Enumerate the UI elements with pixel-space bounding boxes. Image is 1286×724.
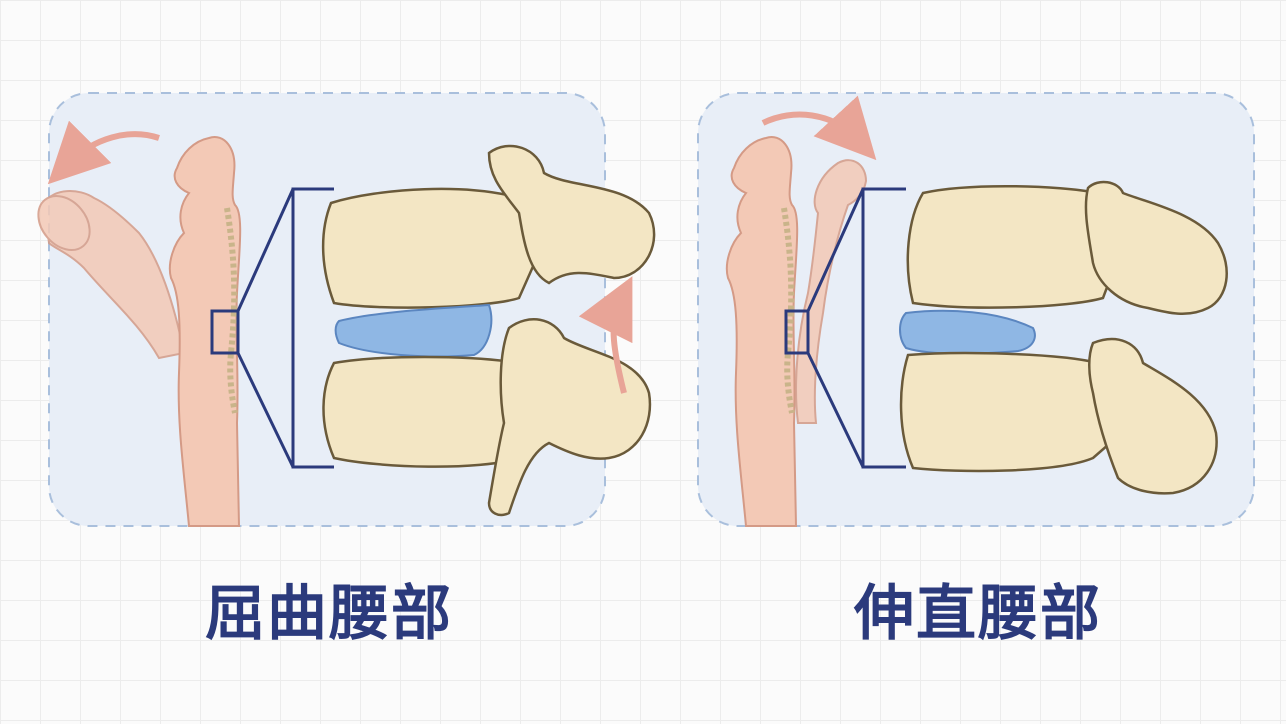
extension-caption: 伸直腰部 [854,579,1102,649]
figure-spine [210,207,240,414]
vertebra-lower [322,318,652,517]
extension-arrow [761,95,877,161]
vertebra-lower [899,337,1218,495]
zoom-bracket [236,187,334,469]
bending-figure [37,190,186,360]
zoom-marker [210,309,240,355]
standing-figure [168,136,242,527]
standing-figure [725,136,799,527]
flexion-caption: 屈曲腰部 [205,579,453,649]
gap-arrow [578,276,633,394]
flexion-arrow [47,120,160,185]
extension-panel [697,92,1255,527]
zoom-bracket [806,187,906,469]
vertebra-upper [906,180,1228,315]
extension-illustration [697,92,1255,527]
vertebra-upper [321,144,656,309]
zoom-marker [784,309,810,355]
flexion-panel [37,92,656,527]
intervertebral-disc [334,303,493,358]
intervertebral-disc [899,309,1036,355]
flexion-illustration [37,92,656,527]
